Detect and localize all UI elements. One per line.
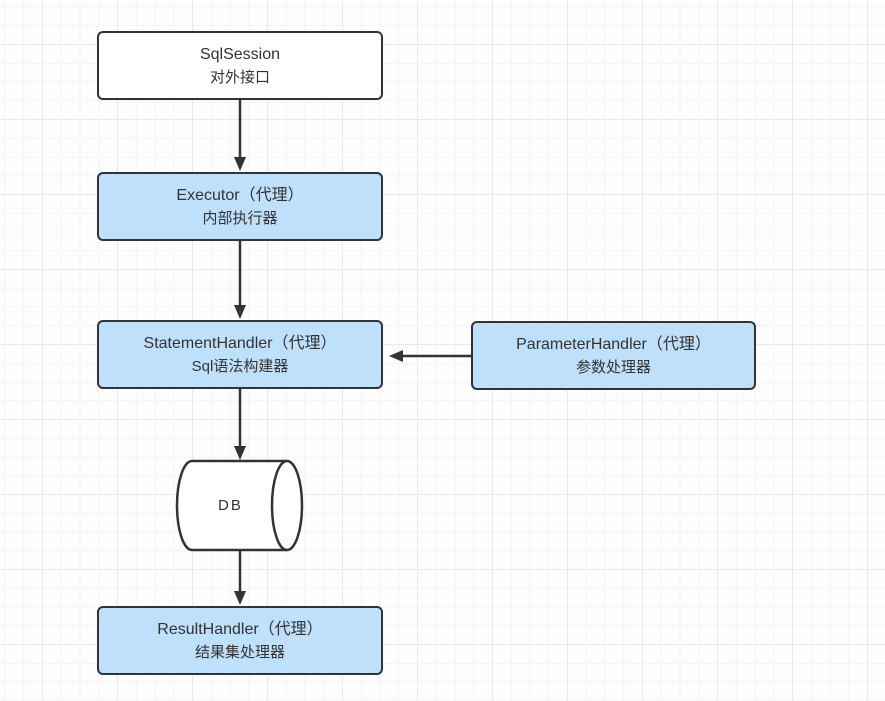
node-subtitle: 对外接口 xyxy=(209,68,270,86)
arrow-down-icon xyxy=(234,157,246,171)
node-subtitle: 参数处理器 xyxy=(575,358,651,376)
node-statement-handler: StatementHandler（代理） Sql语法构建器 xyxy=(97,320,383,389)
node-executor: Executor（代理） 内部执行器 xyxy=(97,172,383,241)
node-parameter-handler: ParameterHandler（代理） 参数处理器 xyxy=(471,321,756,390)
node-title: StatementHandler（代理） xyxy=(143,334,337,352)
node-title: ResultHandler（代理） xyxy=(157,620,323,638)
node-subtitle: Sql语法构建器 xyxy=(191,357,289,375)
node-sqlsession: SqlSession 对外接口 xyxy=(97,31,383,100)
node-subtitle: 内部执行器 xyxy=(202,209,278,227)
cylinder-body xyxy=(175,459,287,552)
arrow-down-icon xyxy=(234,305,246,319)
cylinder-end-cap xyxy=(270,459,304,552)
arrow-left-icon xyxy=(389,350,403,362)
arrow-down-icon xyxy=(234,591,246,605)
edge-parameterhandler-statementhandler xyxy=(389,350,471,362)
edge-db-resulthandler xyxy=(234,551,246,605)
edge-executor-statementhandler xyxy=(234,241,246,319)
node-title: Executor（代理） xyxy=(176,186,304,204)
node-title: ParameterHandler（代理） xyxy=(516,335,711,353)
node-result-handler: ResultHandler（代理） 结果集处理器 xyxy=(97,606,383,675)
edge-statementhandler-db xyxy=(234,389,246,460)
db-label: DB xyxy=(218,497,243,514)
edge-sqlsession-executor xyxy=(234,100,246,171)
node-title: SqlSession xyxy=(199,45,281,63)
node-db-cylinder: DB xyxy=(175,459,304,552)
arrow-down-icon xyxy=(234,446,246,460)
node-subtitle: 结果集处理器 xyxy=(194,643,285,661)
